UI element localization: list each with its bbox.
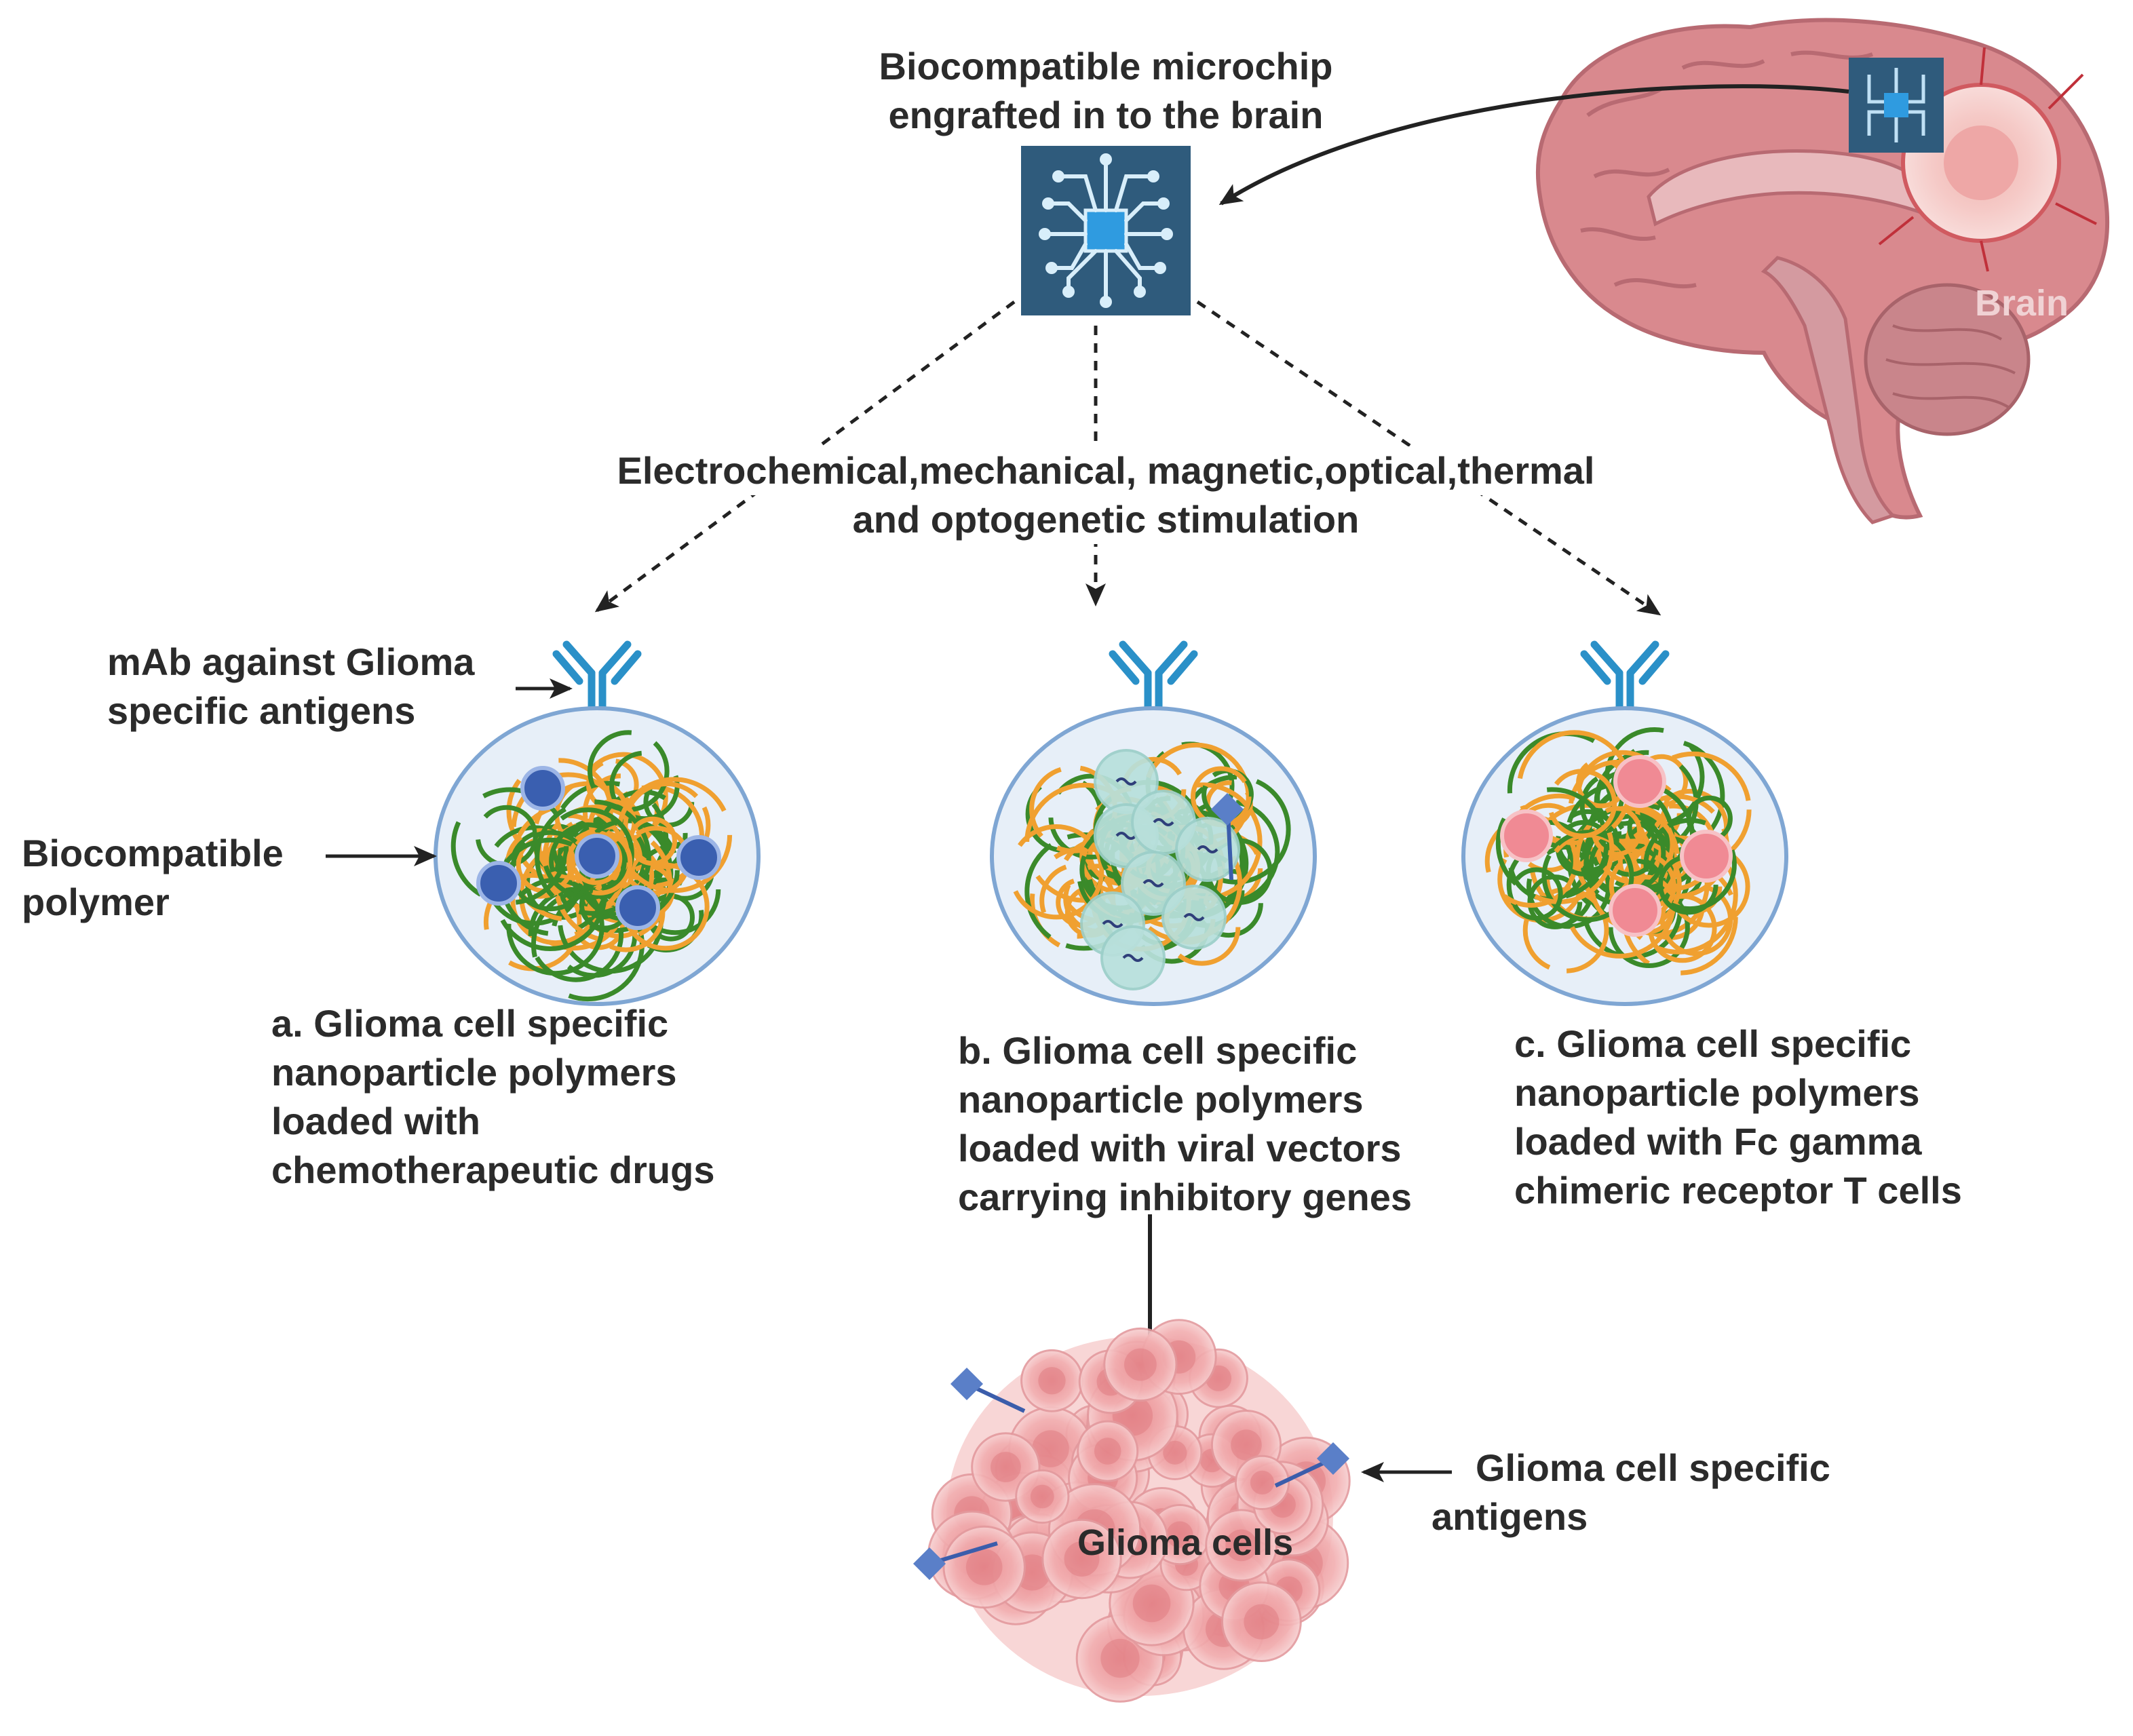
glioma-nucleus (991, 1452, 1021, 1482)
brain-label: Brain (1975, 283, 2069, 324)
glioma-nucleus (1231, 1429, 1262, 1461)
antibody-icon (1109, 640, 1198, 711)
panel-c-line-3: loaded with Fc gamma (1514, 1120, 1922, 1163)
panel-c-line-4: chimeric receptor T cells (1514, 1169, 1962, 1212)
brain-illustration: Brain (1535, 18, 2109, 524)
glioma-nucleus (1030, 1484, 1054, 1509)
panel-c-caption: c. Glioma cell specific nanoparticle pol… (1514, 1020, 1962, 1215)
panel-a-line-3: loaded with (271, 1100, 480, 1142)
panel-a-caption: a. Glioma cell specific nanoparticle pol… (271, 999, 714, 1195)
panel-b-line-3: loaded with viral vectors (958, 1127, 1402, 1170)
glioma-nucleus (1163, 1440, 1187, 1465)
brain-gyri (1580, 50, 1874, 289)
glioma-nucleus (1132, 1584, 1171, 1623)
panel-c-line-2: nanoparticle polymers (1514, 1071, 1920, 1114)
glioma-nucleus (1225, 1529, 1258, 1562)
car-t-cell (1500, 809, 1553, 862)
drug-particle (676, 835, 721, 880)
glioma-cells-label-text: Glioma cells (1077, 1522, 1294, 1563)
drug-particle (575, 834, 619, 879)
glioma-nucleus (965, 1549, 1003, 1585)
arrow-brain-to-chip (1218, 84, 1849, 206)
gene-strand (1142, 879, 1164, 887)
gene-strand (1197, 845, 1218, 853)
glioma-nucleus (1244, 1604, 1280, 1640)
glioma-nucleus (1064, 1541, 1100, 1577)
nanoparticle-c (1461, 640, 1788, 1006)
gene-strand (1122, 954, 1144, 962)
antigen-head (912, 1547, 946, 1581)
antigens-label-line-1: Glioma cell specific (1476, 1446, 1830, 1489)
glioma-nucleus (1250, 1470, 1275, 1494)
gene-strand (1102, 920, 1123, 928)
car-t-cell (1680, 830, 1733, 883)
drug-particle (615, 885, 660, 930)
glioma-nucleus (1094, 1438, 1121, 1465)
antigens-label: Glioma cell specific antigens (1431, 1444, 1830, 1541)
brainstem (1761, 256, 1896, 524)
drug-particle (520, 766, 565, 811)
gene-strand (1153, 818, 1174, 826)
antibody-icon (552, 640, 642, 711)
car-t-cell (1609, 884, 1661, 937)
dashed-arrow-a (594, 300, 1016, 613)
microchip-label-line-1: Biocompatible microchip (879, 45, 1333, 88)
implanted-microchip-icon (1849, 58, 1944, 153)
antibody-icon (1580, 640, 1670, 711)
microchip-label: Biocompatible microchip engrafted in to … (821, 42, 1391, 140)
stimulation-label-line-1: Electrochemical,mechanical, magnetic,opt… (617, 446, 1595, 495)
polymer-label: Biocompatible polymer (22, 829, 284, 927)
glioma-nucleus (1124, 1348, 1157, 1381)
mab-label: mAb against Glioma specific antigens (107, 638, 474, 735)
dashed-arrow-c (1196, 300, 1661, 616)
glioma-cells-label: Glioma cells (1077, 1518, 1293, 1567)
glioma-nucleus (1166, 1521, 1193, 1548)
antigen-head (1316, 1442, 1350, 1475)
nanoparticle-b (990, 640, 1317, 1006)
mab-label-line-1: mAb against Glioma (107, 640, 475, 683)
panel-b-line-2: nanoparticle polymers (958, 1078, 1364, 1121)
microchip-label-line-2: engrafted in to the brain (888, 94, 1324, 136)
antigens-label-line-2: antigens (1431, 1495, 1588, 1538)
stimulation-label-line-2: and optogenetic stimulation (852, 495, 1360, 544)
gene-strand (1183, 913, 1205, 921)
polymer-label-line-2: polymer (22, 881, 170, 923)
glioma-cell-cluster (912, 1319, 1351, 1703)
panel-a-line-1: a. Glioma cell specific (271, 1002, 669, 1045)
panel-b-caption: b. Glioma cell specific nanoparticle pol… (958, 1026, 1412, 1222)
stimulation-arrows (594, 300, 1661, 616)
gene-strand (1115, 777, 1137, 786)
glioma-nucleus (1038, 1367, 1066, 1395)
nanoparticle-a (434, 640, 761, 1006)
panel-a-line-2: nanoparticle polymers (271, 1051, 677, 1094)
stimulation-label: Electrochemical,mechanical, magnetic,opt… (556, 446, 1655, 544)
gene-strand (1115, 832, 1137, 840)
glioma-nucleus (1100, 1638, 1140, 1678)
panel-a-line-4: chemotherapeutic drugs (271, 1149, 715, 1191)
panel-b-line-4: carrying inhibitory genes (958, 1176, 1413, 1218)
panel-c-line-1: c. Glioma cell specific (1514, 1022, 1912, 1065)
car-t-cell (1613, 755, 1666, 808)
polymer-label-line-1: Biocompatible (22, 832, 284, 874)
mab-label-line-2: specific antigens (107, 689, 416, 732)
drug-particle (476, 861, 521, 906)
antigen-head (950, 1367, 984, 1401)
microchip-icon (1021, 146, 1191, 315)
panel-b-line-1: b. Glioma cell specific (958, 1029, 1358, 1072)
glioma-nucleus (1032, 1430, 1069, 1467)
